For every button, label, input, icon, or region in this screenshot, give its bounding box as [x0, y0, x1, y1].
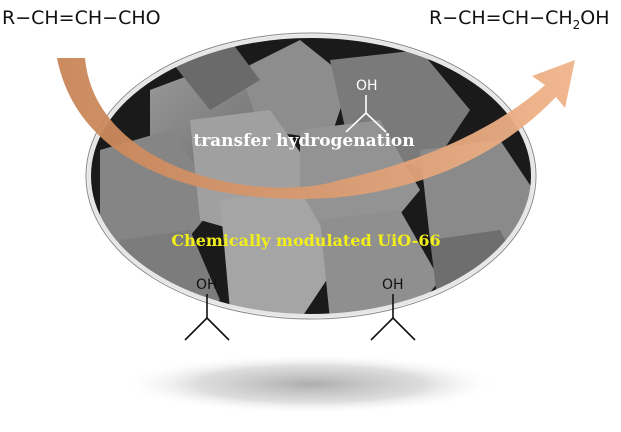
floor-shadow — [121, 354, 501, 414]
isopropanol-molecule-right — [370, 294, 416, 341]
reaction-arrow — [57, 58, 575, 199]
hydroxyl-label: OH — [196, 277, 218, 293]
sem-image — [89, 36, 533, 316]
catalyst-ellipse-border — [87, 34, 535, 318]
process-label: transfer hydrogenation — [193, 131, 414, 151]
catalyst-label: Chemically modulated UiO-66 — [171, 231, 440, 250]
isopropanol-molecule-left — [184, 294, 230, 341]
hydroxyl-label: OH — [382, 277, 404, 293]
reactant-formula: R−CH=CH−CHO — [2, 7, 161, 29]
hydroxyl-label: OH — [356, 78, 378, 94]
isopropanol-molecule-top — [345, 95, 387, 133]
product-formula: R−CH=CH−CH2OH — [429, 7, 610, 32]
